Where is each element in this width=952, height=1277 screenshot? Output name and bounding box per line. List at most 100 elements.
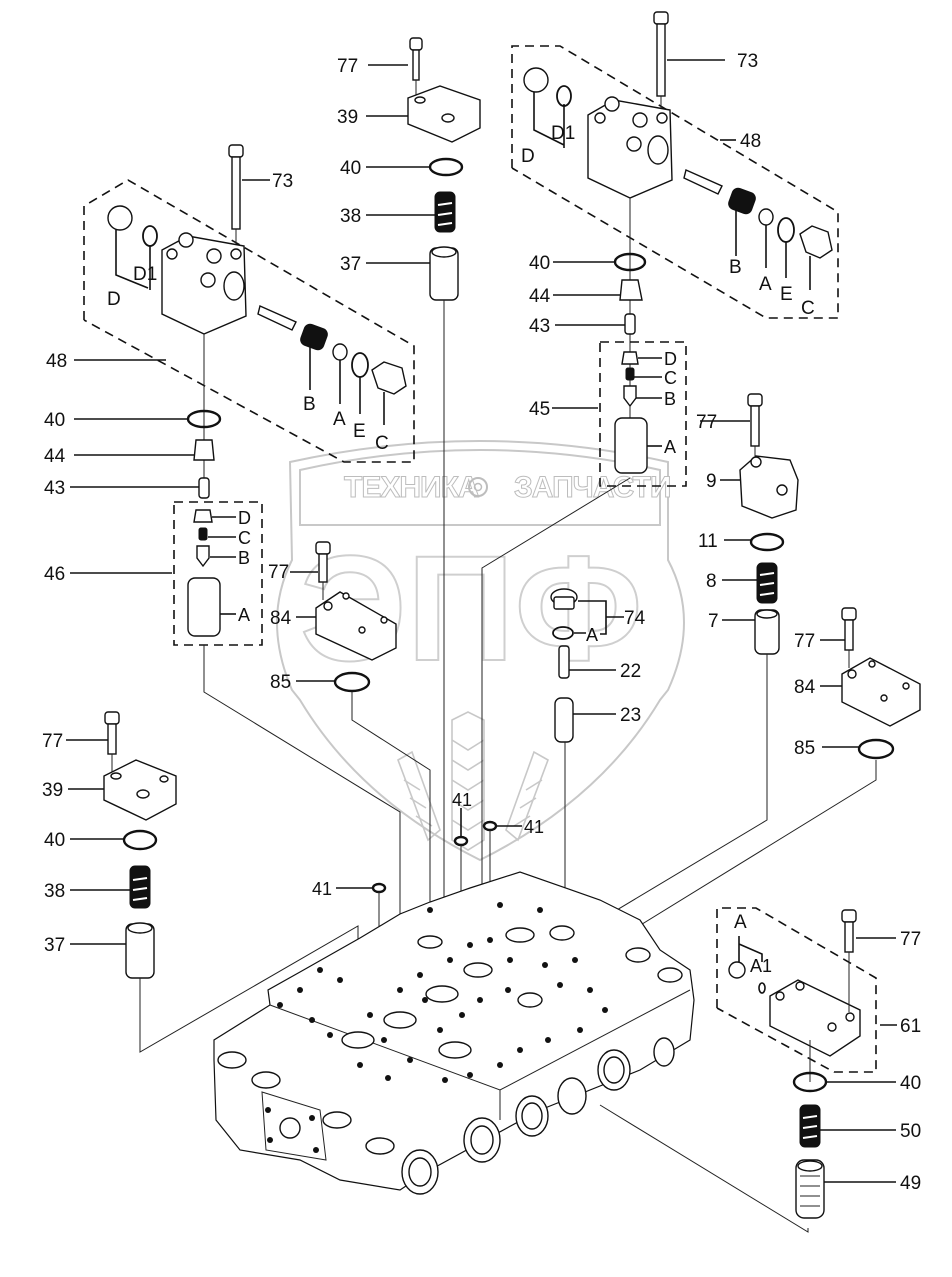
callout-43: 43 <box>529 316 550 337</box>
cover-84 <box>315 591 397 661</box>
label-A: A <box>333 409 346 430</box>
mounting-bosses <box>217 947 683 1155</box>
callout-41: 41 <box>452 790 472 810</box>
callout-84: 84 <box>270 608 292 629</box>
side-ports <box>401 1037 675 1195</box>
valve-block <box>213 871 695 1191</box>
label-A: A <box>664 437 676 457</box>
oring-D1 <box>142 225 158 247</box>
callout-49: 49 <box>900 1173 921 1194</box>
bolt-holes <box>265 902 608 1153</box>
bolt-73 <box>228 144 244 158</box>
label-A: A <box>238 605 250 625</box>
spool-49 <box>795 1159 825 1219</box>
oring-40 <box>122 829 158 851</box>
spring-38 <box>129 865 151 909</box>
callout-40: 40 <box>44 410 65 431</box>
label-C: C <box>801 298 815 319</box>
valve-cartridge-45A <box>614 417 648 474</box>
top-center-stack: 77 39 40 38 37 <box>337 37 481 965</box>
callout-73: 73 <box>272 171 293 192</box>
label-B: B <box>238 548 250 568</box>
callout-77: 77 <box>696 412 717 433</box>
cover-84 <box>841 657 921 727</box>
watermark-shield-inner <box>299 449 661 526</box>
label-A: A <box>734 912 747 933</box>
callout-38: 38 <box>44 881 65 902</box>
callout-77: 77 <box>337 56 358 77</box>
plug-D <box>523 67 549 93</box>
cover-39 <box>407 85 481 143</box>
label-B: B <box>664 389 676 409</box>
valve-cartridge-46A <box>187 577 221 637</box>
callout-41: 41 <box>312 879 332 899</box>
callout-37: 37 <box>44 935 65 956</box>
spring-22 <box>558 645 570 679</box>
oring-85 <box>333 671 371 693</box>
watermark-text-right: ЗАПЧАСТИ <box>514 471 670 504</box>
bolt-77 <box>315 541 331 555</box>
group-outline-48 <box>511 45 839 319</box>
right-mid-stack: 77 9 11 8 7 <box>529 393 799 963</box>
callout-7: 7 <box>708 611 719 632</box>
top-right-assembly-48: 73 D D1 B A E C 48 40 44 <box>511 11 839 470</box>
label-B: B <box>303 394 316 415</box>
label-D: D <box>107 289 121 310</box>
spool-37 <box>429 246 459 301</box>
label-A: A <box>759 274 772 295</box>
center-plug-74: 74 A 22 23 <box>550 588 646 940</box>
top-bores <box>341 925 575 1059</box>
gear-icon <box>468 477 488 497</box>
callout-22: 22 <box>620 661 641 682</box>
callout-43: 43 <box>44 478 65 499</box>
callout-74: 74 <box>624 608 646 629</box>
oring-D1 <box>556 85 572 107</box>
plug-C <box>371 361 407 395</box>
oring-41 <box>453 835 469 847</box>
plug-A <box>728 961 746 979</box>
bolt-77 <box>409 37 423 81</box>
label-E: E <box>780 284 793 305</box>
bolt-73 <box>653 11 669 25</box>
group-outline-45 <box>599 341 687 487</box>
label-A: A <box>586 625 598 645</box>
spring-B <box>300 323 328 351</box>
watermark: ТЕХНИКА ЗАПЧАСТИ ЭПФ <box>276 440 685 862</box>
callout-84: 84 <box>794 677 816 698</box>
watermark-shield <box>276 440 685 862</box>
callout-40: 40 <box>340 158 361 179</box>
spring-43 <box>624 313 636 335</box>
watermark-text-left: ТЕХНИКА <box>344 471 479 504</box>
cover-61 <box>769 979 861 1057</box>
poppet <box>257 305 297 331</box>
callout-48: 48 <box>740 131 761 152</box>
washer-A <box>758 208 774 226</box>
poppet <box>683 169 723 195</box>
callout-73: 73 <box>737 51 758 72</box>
oring-E <box>777 217 795 243</box>
label-D: D <box>664 349 677 369</box>
callout-38: 38 <box>340 206 361 227</box>
callout-40: 40 <box>900 1073 921 1094</box>
oring-11 <box>749 532 785 552</box>
callout-39: 39 <box>42 780 63 801</box>
spring-43 <box>198 477 210 499</box>
label-A1: A1 <box>750 956 772 976</box>
callout-39: 39 <box>337 107 358 128</box>
plug-C <box>799 225 833 259</box>
callout-77: 77 <box>900 929 921 950</box>
label-C: C <box>375 433 389 454</box>
label-C: C <box>664 368 677 388</box>
oring-A1 <box>758 982 766 994</box>
spring-38 <box>434 191 456 233</box>
oring-41 <box>371 882 387 894</box>
callout-48: 48 <box>46 351 67 372</box>
bottom-right-assembly-61: A A1 77 61 40 50 49 <box>599 907 921 1233</box>
callout-37: 37 <box>340 254 361 275</box>
group-outline-48 <box>83 179 415 463</box>
bolt-77 <box>841 607 857 621</box>
label-C: C <box>238 528 251 548</box>
callout-41: 41 <box>524 817 544 837</box>
group-outline-46 <box>173 501 263 646</box>
callout-85: 85 <box>270 672 291 693</box>
